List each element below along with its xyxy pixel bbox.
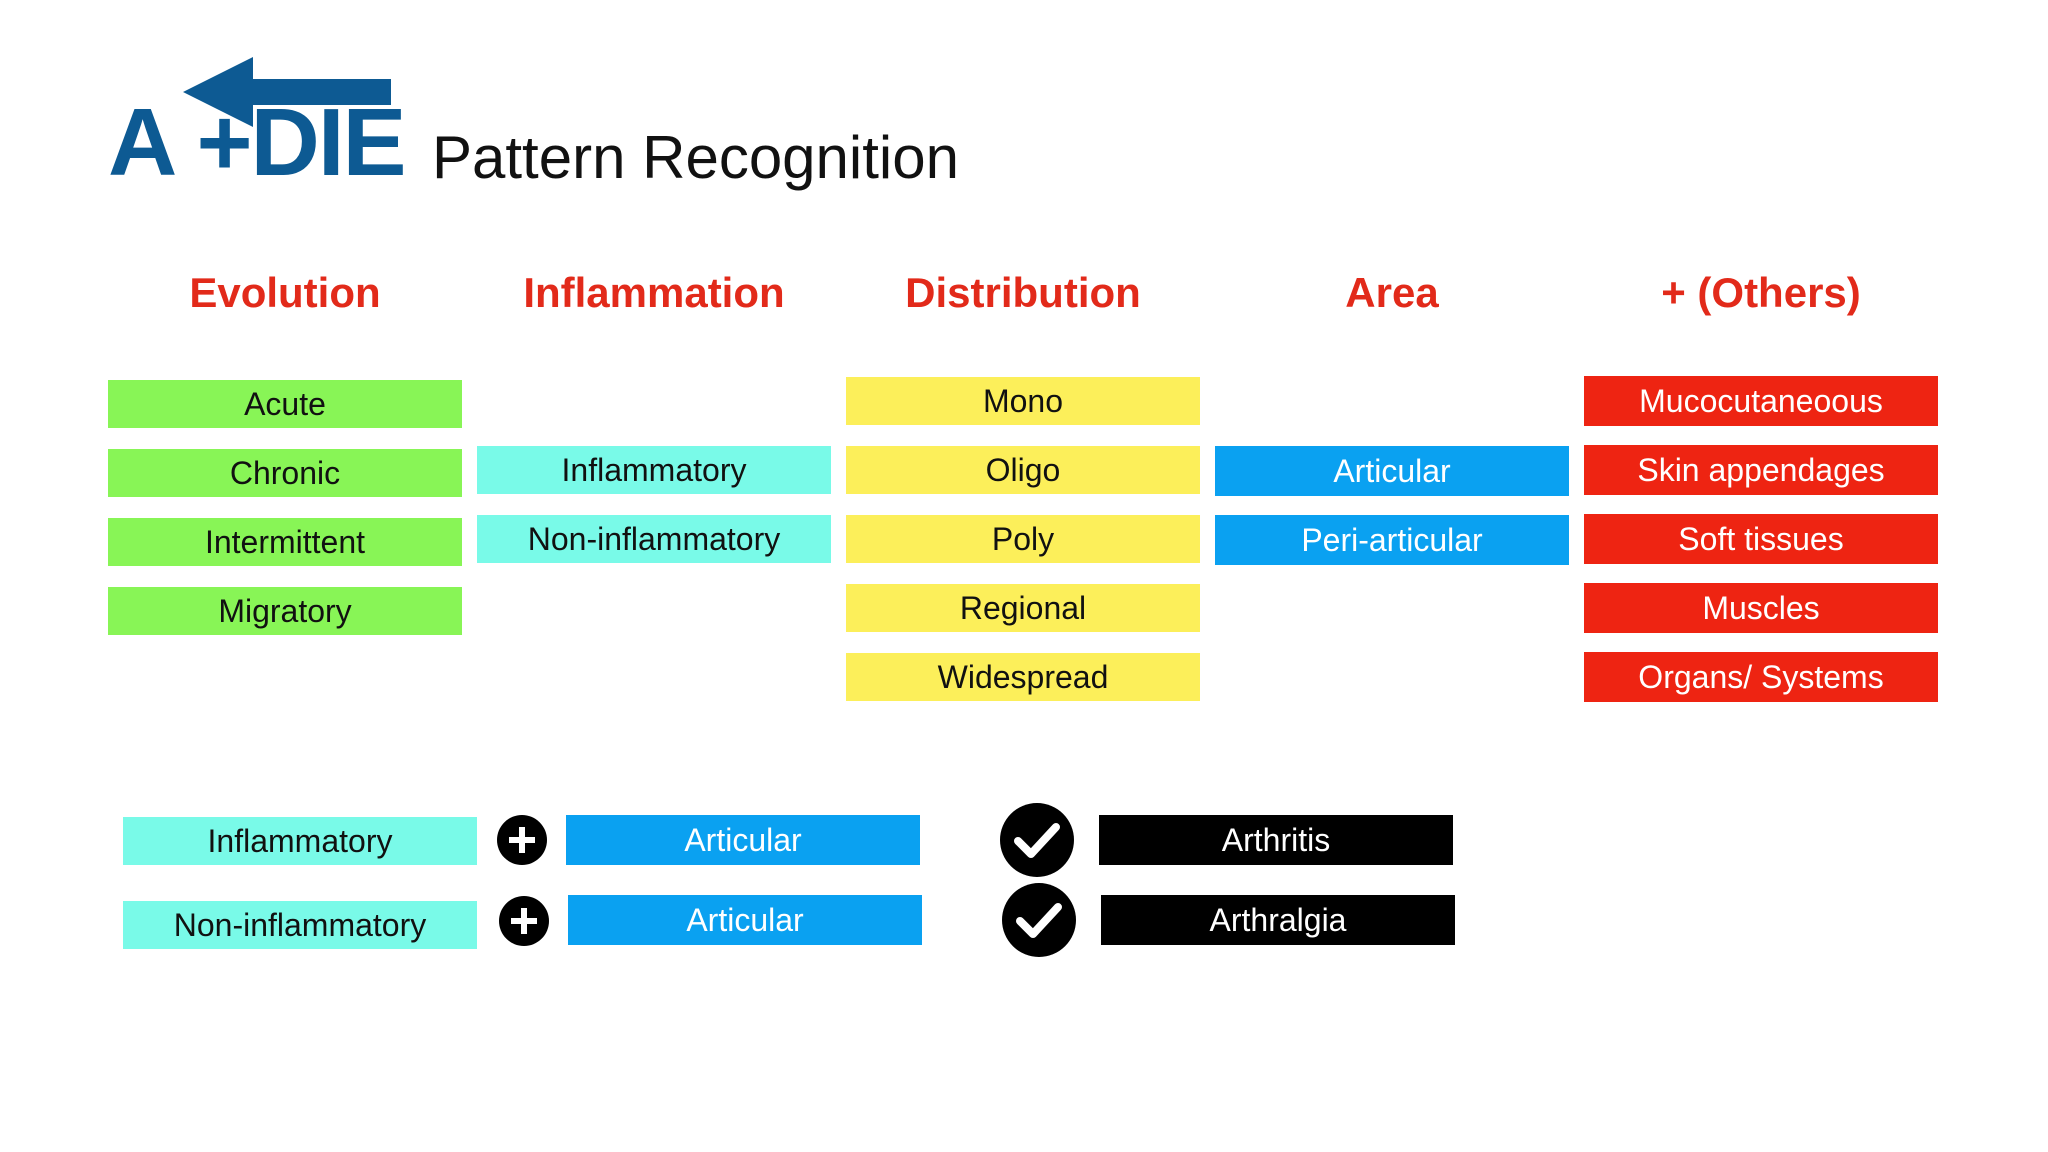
inflammation-item: Inflammatory	[477, 446, 831, 494]
others-item: Soft tissues	[1584, 514, 1938, 564]
area-item: Articular	[1215, 446, 1569, 496]
equation-middle-box: Articular	[566, 815, 920, 865]
equation-result-box: Arthritis	[1099, 815, 1453, 865]
left-arrow-icon	[183, 57, 391, 127]
plus-circle-icon	[497, 815, 547, 865]
logo: A +DIE	[108, 55, 408, 191]
equation-result-box: Arthralgia	[1101, 895, 1455, 945]
distribution-item: Mono	[846, 377, 1200, 425]
column-header-others: + (Others)	[1661, 269, 1861, 316]
evolution-item: Intermittent	[108, 518, 462, 566]
others-item: Organs/ Systems	[1584, 652, 1938, 702]
area-item: Peri-articular	[1215, 515, 1569, 565]
plus-circle-icon	[499, 896, 549, 946]
distribution-item: Widespread	[846, 653, 1200, 701]
check-circle-icon	[1002, 883, 1076, 957]
others-item: Mucocutaneoous	[1584, 376, 1938, 426]
evolution-item: Chronic	[108, 449, 462, 497]
inflammation-item: Non-inflammatory	[477, 515, 831, 563]
distribution-item: Poly	[846, 515, 1200, 563]
evolution-item: Acute	[108, 380, 462, 428]
equation-left-box: Inflammatory	[123, 817, 477, 865]
column-header-evolution: Evolution	[189, 269, 381, 316]
others-item: Muscles	[1584, 583, 1938, 633]
column-header-area: Area	[1345, 269, 1439, 316]
distribution-item: Regional	[846, 584, 1200, 632]
distribution-item: Oligo	[846, 446, 1200, 494]
column-header-distribution: Distribution	[905, 269, 1141, 316]
others-item: Skin appendages	[1584, 445, 1938, 495]
evolution-item: Migratory	[108, 587, 462, 635]
equation-middle-box: Articular	[568, 895, 922, 945]
page-title: Pattern Recognition	[432, 124, 959, 191]
equation-left-box: Non-inflammatory	[123, 901, 477, 949]
check-circle-icon	[1000, 803, 1074, 877]
column-header-inflammation: Inflammation	[523, 269, 785, 316]
logo-text: A +DIE	[108, 89, 407, 196]
